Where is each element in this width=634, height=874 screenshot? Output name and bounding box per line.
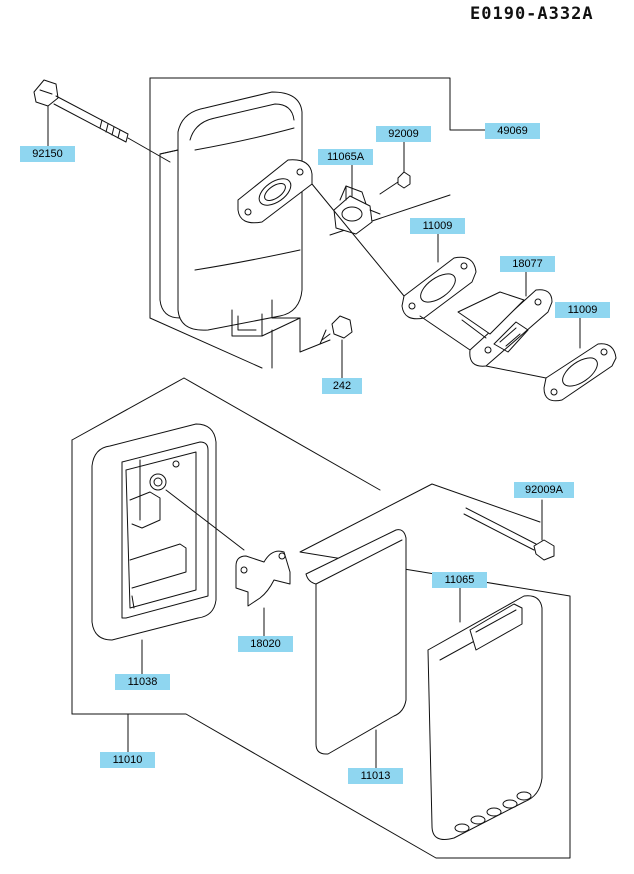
callout-11065: 11065	[432, 572, 487, 588]
callout-11009-lower: 11009	[555, 302, 610, 318]
air-cleaner-cover	[427, 585, 543, 840]
cover-bolt	[463, 499, 555, 561]
gasket-lower	[311, 183, 617, 402]
long-bolt	[33, 79, 171, 163]
callout-11013: 11013	[348, 768, 403, 784]
callout-92009: 92009	[376, 126, 431, 142]
air-cleaner-frame	[71, 377, 571, 859]
small-screw	[379, 141, 411, 195]
callout-11009-upper: 11009	[410, 218, 465, 234]
callout-11038: 11038	[115, 674, 170, 690]
exhaust-pipe	[457, 271, 553, 367]
filter-element	[305, 529, 407, 769]
spark-arrester	[333, 163, 381, 235]
callout-11065a: 11065A	[318, 149, 373, 165]
gasket-upper	[401, 233, 477, 320]
callout-242: 242	[322, 378, 362, 394]
hex-screw-242	[299, 315, 353, 379]
callout-49069: 49069	[485, 123, 540, 139]
drawing-code: E0190-A332A	[470, 4, 594, 24]
callout-18077: 18077	[500, 256, 555, 272]
air-cleaner-base	[91, 423, 217, 675]
muffler-body	[159, 91, 313, 369]
callout-92009a: 92009A	[514, 482, 574, 498]
callout-18020: 18020	[238, 636, 293, 652]
bracket	[165, 489, 291, 637]
callout-92150: 92150	[20, 146, 75, 162]
callout-11010: 11010	[100, 752, 155, 768]
